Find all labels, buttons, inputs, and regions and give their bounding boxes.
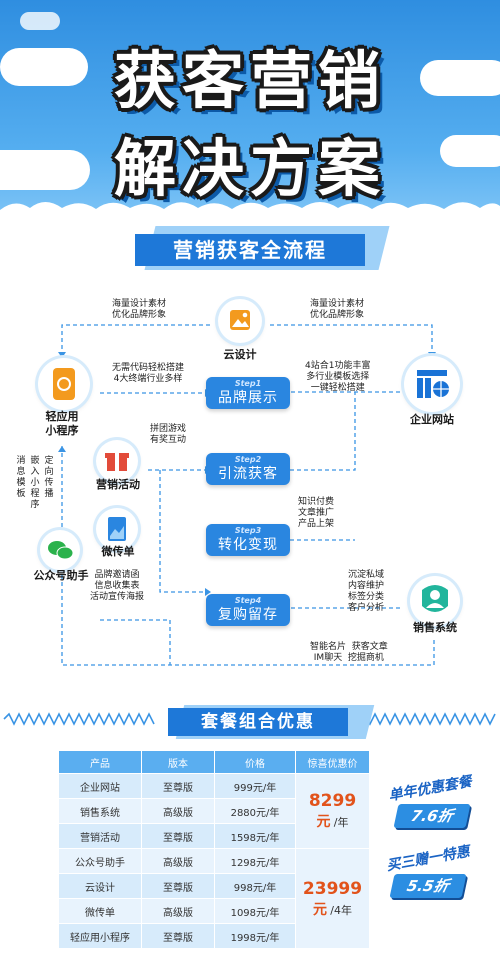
hero-header: 获客营销 解决方案 [0,0,500,215]
note-activity: 拼团游戏 有奖互动 [150,424,187,445]
table-row: 营销活动 至尊版 1598元/年 [58,823,370,849]
version-cell: 至尊版 [141,923,215,949]
col-header: 惊喜优惠价 [295,750,370,774]
offer-unit: 元 [313,901,328,918]
version-cell: 高级版 [141,848,215,874]
product-cell: 微传单 [58,898,142,924]
price-cell: 999元/年 [214,773,296,799]
step-number: Step3 [234,526,262,535]
note-top-right: 海量设计素材 优化品牌形象 [310,299,365,320]
gift-icon [105,453,129,471]
section-title-offer: 套餐组合优惠 [168,708,348,736]
col-header: 价格 [214,750,296,774]
title-line-1: 获客营销 [113,44,386,117]
step-title: 引流获客 [218,466,278,482]
table-row: 轻应用小程序 至尊版 1998元/年 [58,923,370,949]
step3-conversion[interactable]: Step3 转化变现 [206,524,290,556]
website-icon [417,370,449,398]
step-title: 复购留存 [218,607,278,623]
zigzag-divider [3,712,496,726]
mini-app-node[interactable] [38,358,90,410]
product-cell: 公众号助手 [58,848,142,874]
promo-discount-1[interactable]: 7.6折 [393,804,471,828]
cloud-design-node[interactable] [218,299,262,343]
note-knowledge: 知识付费 文章推广 产品上架 [298,497,335,529]
cloud-decoration [20,12,60,30]
note-vertical-2: 嵌入小程序 [30,456,40,510]
step-number: Step1 [234,379,262,388]
price-cell: 1298元/年 [214,848,296,874]
product-cell: 销售系统 [58,798,142,824]
note-bottom: 智能名片 获客文章 IM聊天 挖掘商机 [310,642,388,663]
title-line-2: 解决方案 [113,132,386,205]
official-account-label: 公众号助手 [33,569,89,582]
cloud-decoration [0,150,90,190]
table-row: 公众号助手 高级版 1298元/年 23999 元 /4年 [58,848,370,949]
micro-flyer-node[interactable] [96,508,138,550]
col-header: 版本 [141,750,215,774]
note-vertical-3: 定向传播 [44,456,54,499]
cloud-decoration [440,135,500,167]
official-account-node[interactable] [40,530,80,570]
step-number: Step4 [234,596,262,605]
cloud-decoration [420,60,500,96]
product-cell: 营销活动 [58,823,142,849]
product-cell: 轻应用小程序 [58,923,142,949]
offer-price: 8299 [308,791,357,811]
flyer-icon [108,517,126,541]
price-cell: 1598元/年 [214,823,296,849]
step-title: 品牌展示 [218,390,278,406]
version-cell: 至尊版 [141,823,215,849]
version-cell: 至尊版 [141,773,215,799]
product-cell: 云设计 [58,873,142,899]
step1-brand[interactable]: Step1 品牌展示 [206,377,290,409]
user-icon [422,585,448,612]
cloud-design-label: 云设计 [223,348,257,361]
price-cell: 2880元/年 [214,798,296,824]
wechat-icon [48,541,74,560]
step-title: 转化变现 [218,537,278,553]
table-row: 微传单 高级版 1098元/年 [58,898,370,924]
col-header: 产品 [58,750,142,774]
version-cell: 至尊版 [141,873,215,899]
version-cell: 高级版 [141,898,215,924]
step2-traffic[interactable]: Step2 引流获客 [206,453,290,485]
sales-system-label: 销售系统 [413,621,457,634]
image-icon [230,310,250,330]
table-header-row: 产品 版本 价格 惊喜优惠价 [58,750,370,774]
note-mini-app: 无需代码轻松搭建 4大终端行业多样 [112,363,185,384]
micro-flyer-label: 微传单 [101,545,135,558]
offer-cell-1: 8299 元 /年 [295,773,370,849]
offer-period: /年 [333,816,349,829]
cloud-decoration [0,48,88,86]
note-flyer: 品牌邀请函 信息收集表 活动宣传海报 [90,570,145,602]
mini-program-icon [53,368,75,400]
note-vertical-1: 消息模板 [16,456,26,499]
offer-cell-2: 23999 元 /4年 [295,848,370,949]
note-top-left: 海量设计素材 优化品牌形象 [112,299,167,320]
offer-unit: 元 [316,814,331,830]
step4-retention[interactable]: Step4 复购留存 [206,594,290,626]
table-row: 企业网站 至尊版 999元/年 8299 元 /年 [58,773,370,849]
note-site: 4站合1功能丰富 多行业模板选择 一键轻松搭建 [305,361,371,393]
step-number: Step2 [234,455,262,464]
price-cell: 1098元/年 [214,898,296,924]
enterprise-site-node[interactable] [404,356,460,412]
marketing-activity-node[interactable] [96,440,138,482]
price-table: 产品 版本 价格 惊喜优惠价 企业网站 至尊版 999元/年 8299 元 /年… [58,750,370,949]
marketing-activity-label: 营销活动 [96,478,140,491]
section-title-flow: 营销获客全流程 [135,234,365,266]
enterprise-site-label: 企业网站 [410,413,454,426]
note-sales: 沉淀私域 内容维护 标签分类 客户分析 [348,570,385,613]
promo-discount-2[interactable]: 5.5折 [389,874,467,898]
mini-app-label: 轻应用 小程序 [45,410,79,437]
price-cell: 1998元/年 [214,923,296,949]
offer-period: /4年 [330,903,352,917]
offer-price: 23999 [302,878,363,899]
sales-system-node[interactable] [410,576,460,626]
cloud-edge [0,202,500,226]
version-cell: 高级版 [141,798,215,824]
product-cell: 企业网站 [58,773,142,799]
price-cell: 998元/年 [214,873,296,899]
